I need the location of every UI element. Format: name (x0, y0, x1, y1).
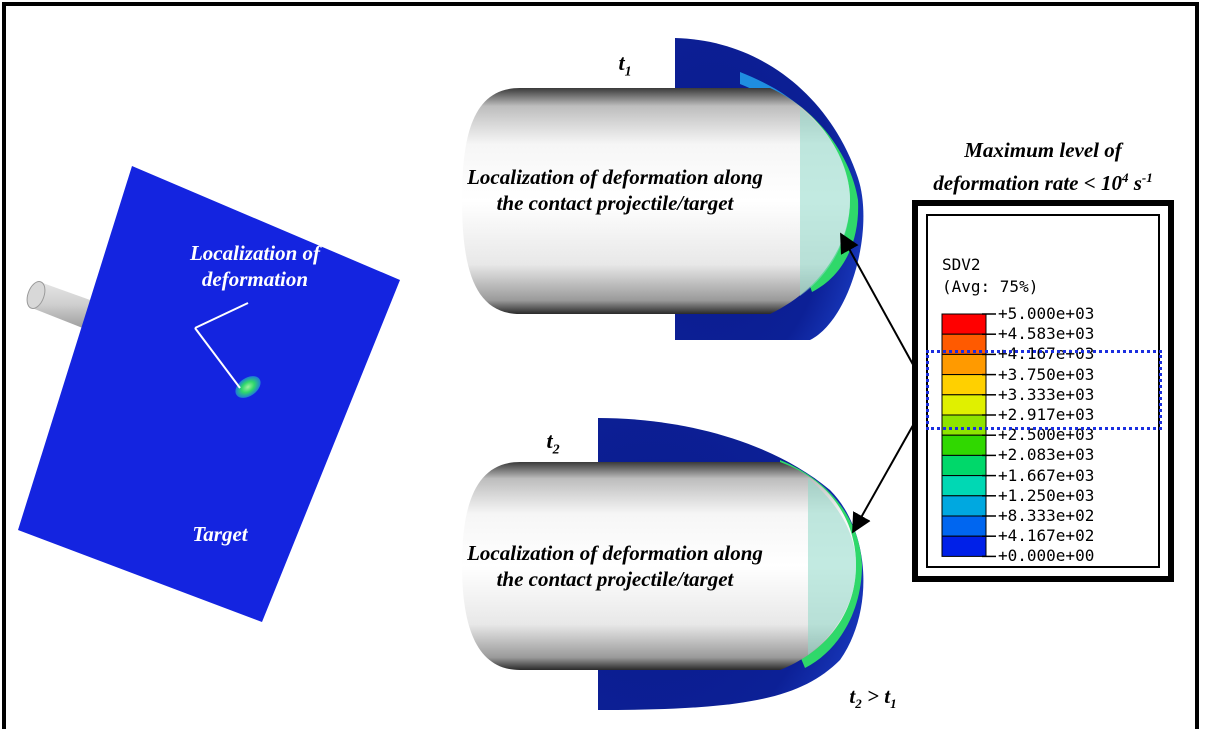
compare-op: > (861, 684, 885, 708)
projectile-rod-end (26, 281, 46, 309)
time-comparison: t2 > t1 (818, 684, 928, 712)
legend-swatch (941, 475, 987, 497)
target-plate (18, 166, 400, 622)
legend-averaging: (Avg: 75%) (942, 277, 1039, 296)
time-label-t1-main: t (618, 50, 625, 75)
projectile-body-t2 (462, 462, 856, 670)
legend-swatch (941, 454, 987, 477)
legend-value: +2.500e+03 (998, 425, 1095, 445)
time-label-t1-sub: 1 (624, 64, 632, 80)
legend-value: +1.250e+03 (998, 485, 1095, 505)
callout-text: Localization of deformation (189, 241, 321, 291)
projectile-body-t1 (462, 88, 850, 314)
callout-lines (194, 327, 241, 389)
legend-value: +2.917e+03 (998, 405, 1095, 424)
note-exp2: -1 (1141, 170, 1153, 185)
target-label: Target (192, 522, 248, 546)
compare-t2: t (849, 684, 856, 708)
legend-frame: SDV2 (Avg: 75%) +5.000e+03+4.583e+03+4.1… (912, 200, 1174, 582)
legend-swatch (941, 495, 987, 517)
time-label-t1: t1 (600, 50, 650, 80)
caption-t2-line2: the contact projectile/target (496, 567, 734, 591)
legend-highlight-box (926, 350, 1162, 430)
time-label-t2: t2 (528, 428, 578, 458)
legend-value: +1.667e+03 (998, 465, 1095, 485)
legend-value: +3.750e+03 (998, 364, 1095, 384)
note-line2-prefix: deformation rate < 10 (933, 171, 1122, 195)
legend-value: +2.083e+03 (998, 445, 1095, 465)
caption-t2-line1: Localization of deformation along (467, 541, 763, 565)
time-label-t2-main: t (546, 428, 553, 453)
legend-value: +8.333e+02 (998, 506, 1095, 525)
legend-color-bar (941, 313, 996, 558)
legend-value: +3.333e+03 (998, 384, 1095, 404)
legend: SDV2 (Avg: 75%) +5.000e+03+4.583e+03+4.1… (926, 214, 1160, 568)
note-line1: Maximum level of (964, 138, 1122, 162)
caption-t1-line1: Localization of deformation along (467, 165, 763, 189)
note-exp1: 4 (1121, 170, 1129, 185)
caption-t1: Localization of deformation along the co… (405, 164, 825, 216)
deformation-spot (235, 376, 261, 398)
caption-t2: Localization of deformation along the co… (405, 540, 825, 592)
legend-variable: SDV2 (942, 255, 981, 274)
legend-value: +4.583e+03 (998, 324, 1095, 344)
arrow-to-t2 (852, 419, 917, 534)
legend-value: +4.167e+02 (998, 526, 1095, 546)
max-rate-note: Maximum level of deformation rate < 104 … (890, 136, 1196, 197)
target-plate-view (18, 166, 400, 622)
compare-t1: t (884, 684, 891, 708)
legend-swatch (941, 313, 987, 335)
compare-t2-sub: 2 (855, 696, 862, 712)
note-line2: deformation rate < 104 s-1 (890, 164, 1196, 197)
legend-swatch (941, 535, 987, 557)
note-line2-mid: s (1128, 171, 1142, 195)
projectile-t1 (462, 38, 864, 340)
legend-value: +0.000e+00 (998, 546, 1095, 566)
legend-swatch (941, 434, 987, 456)
projectile-nose-t2 (808, 478, 856, 655)
projectile-t2 (462, 418, 864, 710)
legend-value: +4.167e+03 (998, 344, 1095, 364)
caption-t1-line2: the contact projectile/target (496, 191, 734, 215)
projectile-nose-t1 (800, 108, 850, 296)
legend-swatch (941, 515, 987, 537)
callout-line-2 (194, 302, 249, 329)
legend-value: +5.000e+03 (998, 304, 1095, 323)
time-label-t2-sub: 2 (552, 442, 560, 458)
compare-t1-sub: 1 (890, 696, 897, 712)
callout-label: Localization of deformation (150, 240, 360, 292)
arrow-to-t1 (840, 232, 917, 371)
